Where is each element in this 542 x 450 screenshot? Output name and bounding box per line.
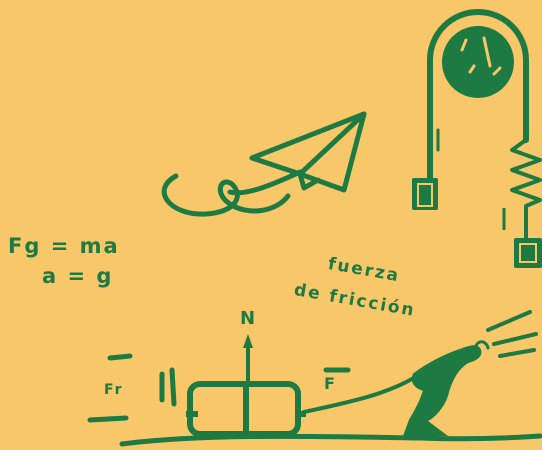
equation-fg-ma: Fg = ma [8,234,120,258]
equation-a-g: a = g [42,264,113,288]
friction-force-label: Fr [104,382,124,398]
normal-force-label: N [240,308,257,329]
applied-force-label: F [324,374,337,393]
